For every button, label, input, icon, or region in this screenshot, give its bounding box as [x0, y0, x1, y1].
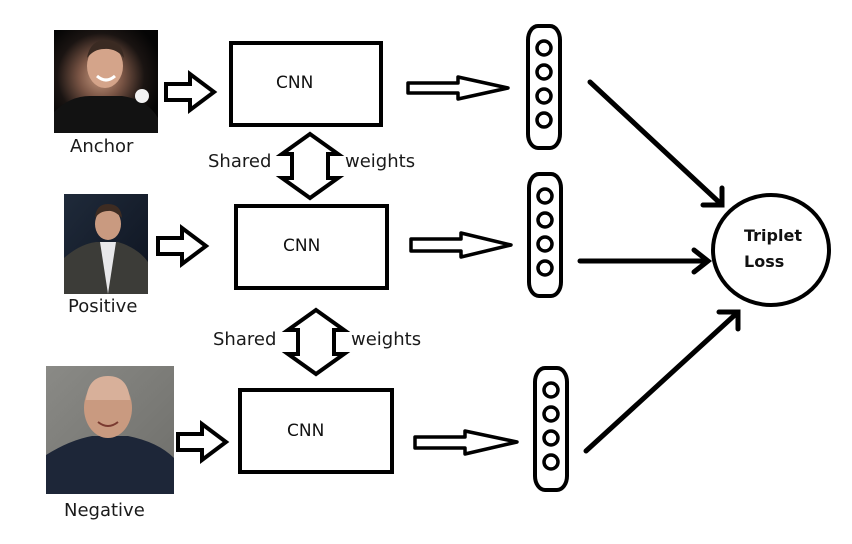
- embedding-vector-anchor: [526, 24, 562, 150]
- embedding-vector-negative: [533, 366, 569, 492]
- embedding-unit: [536, 211, 554, 229]
- cnn-label-positive: CNN: [283, 236, 321, 256]
- negative-label: Negative: [64, 500, 145, 521]
- input-arrow-negative: [176, 420, 230, 464]
- shared-label-1: Shared: [208, 151, 272, 172]
- cnn-label-negative: CNN: [287, 421, 325, 441]
- output-arrow-negative: [413, 429, 519, 456]
- anchor-photo: [54, 30, 158, 133]
- loss-arrow-anchor: [587, 79, 725, 208]
- shared-weights-arrow-1: [275, 131, 345, 201]
- cnn-box-positive: [234, 204, 389, 290]
- input-arrow-positive: [156, 224, 210, 268]
- triplet-loss-line1: Triplet: [744, 226, 802, 245]
- weights-label-1: weights: [345, 151, 416, 172]
- embedding-unit: [535, 87, 553, 105]
- embedding-unit: [535, 63, 553, 81]
- embedding-unit: [536, 235, 554, 253]
- embedding-unit: [536, 187, 554, 205]
- embedding-unit: [535, 111, 553, 129]
- shared-label-2: Shared: [213, 329, 277, 350]
- cnn-box-negative: [238, 388, 394, 474]
- triplet-loss-line2: Loss: [744, 252, 785, 271]
- triplet-loss-node: [711, 193, 831, 307]
- negative-photo: [46, 366, 174, 494]
- weights-label-2: weights: [351, 329, 422, 350]
- output-arrow-anchor: [406, 75, 510, 101]
- cnn-label-anchor: CNN: [276, 73, 314, 93]
- cnn-box-anchor: [229, 41, 383, 127]
- embedding-unit: [542, 381, 560, 399]
- embedding-unit: [542, 453, 560, 471]
- anchor-label: Anchor: [70, 136, 134, 157]
- triplet-loss-label: Triplet Loss: [744, 223, 802, 275]
- embedding-unit: [542, 429, 560, 447]
- positive-label: Positive: [68, 296, 138, 317]
- loss-arrow-positive: [577, 247, 713, 275]
- output-arrow-positive: [409, 231, 513, 259]
- loss-arrow-negative: [583, 309, 741, 454]
- shared-weights-arrow-2: [281, 307, 351, 377]
- embedding-unit: [535, 39, 553, 57]
- positive-photo: [64, 194, 148, 294]
- embedding-vector-positive: [527, 172, 563, 298]
- embedding-unit: [542, 405, 560, 423]
- input-arrow-anchor: [164, 70, 218, 114]
- embedding-unit: [536, 259, 554, 277]
